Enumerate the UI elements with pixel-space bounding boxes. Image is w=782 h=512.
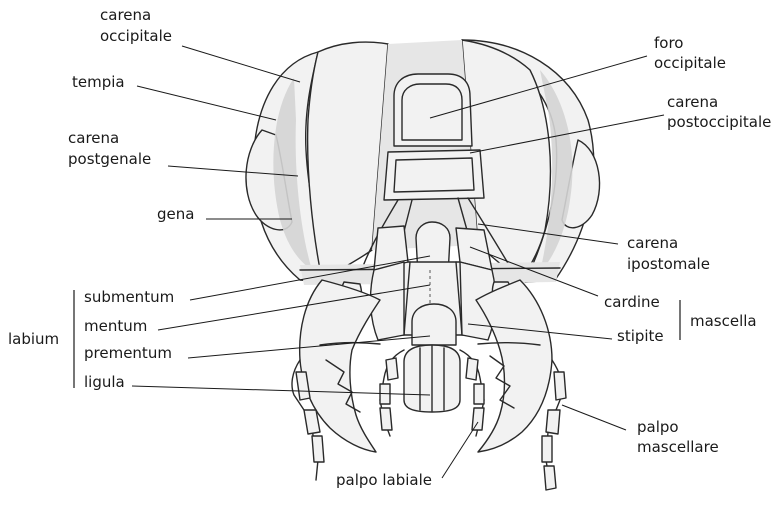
label-carena-occipitale-2: occipitale [100, 27, 172, 45]
label-carena-postoccipitale-2: postoccipitale [667, 113, 771, 131]
label-foro-occipitale-2: occipitale [654, 54, 726, 72]
label-carena-ipostomale-1: carena [627, 234, 678, 252]
label-palpo-mascellare-2: mascellare [637, 438, 719, 456]
label-labium: labium [8, 330, 59, 348]
label-stipite: stipite [617, 327, 664, 345]
label-cardine: cardine [604, 293, 660, 311]
label-ligula: ligula [84, 373, 125, 391]
label-prementum: prementum [84, 344, 172, 362]
label-submentum: submentum [84, 288, 174, 306]
label-mascella: mascella [690, 312, 757, 330]
label-mentum: mentum [84, 317, 147, 335]
label-carena-postgenale-1: carena [68, 129, 119, 147]
leader-palpo-labiale [442, 422, 478, 478]
label-palpo-mascellare-1: palpo [637, 418, 679, 436]
label-carena-postoccipitale-1: carena [667, 93, 718, 111]
prementum-plate [412, 304, 456, 345]
leader-carena-occipitale [182, 46, 300, 82]
label-gena: gena [157, 205, 194, 223]
leader-palpo-mascellare [562, 405, 626, 430]
leader-tempia [137, 86, 276, 120]
label-palpo-labiale: palpo labiale [336, 471, 432, 489]
label-carena-postgenale-2: postgenale [68, 150, 151, 168]
mandible-right [476, 280, 552, 452]
label-foro-occipitale-1: foro [654, 34, 683, 52]
label-carena-ipostomale-2: ipostomale [627, 255, 710, 273]
occipital-foramen [394, 74, 472, 146]
label-carena-occipitale-1: carena [100, 6, 151, 24]
head-illustration [246, 40, 600, 490]
label-tempia: tempia [72, 73, 125, 91]
